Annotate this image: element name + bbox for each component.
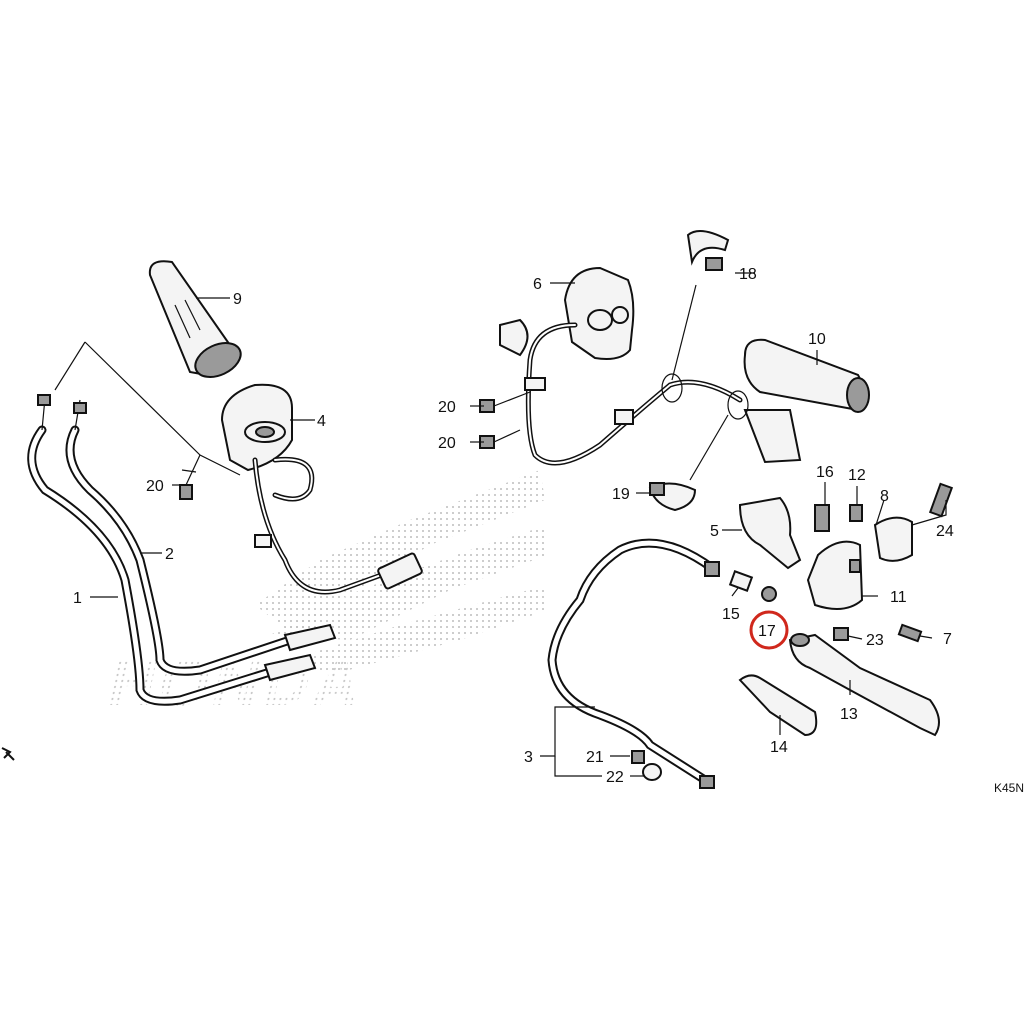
throttle-housing (220, 383, 423, 595)
cropped-edge-mark (1, 747, 15, 761)
callout-13: 13 (840, 706, 858, 723)
callout-5: 5 (710, 523, 719, 540)
callout-21: 21 (586, 749, 604, 766)
left-grip (148, 260, 242, 378)
reference-code: K45N (994, 781, 1024, 795)
callout-18: 18 (739, 266, 757, 283)
callout-6: 6 (533, 276, 542, 293)
callout-20-left: 20 (146, 478, 164, 495)
callout-22: 22 (606, 769, 624, 786)
callout-20-upper: 20 (438, 399, 456, 416)
screw-20-left (179, 454, 201, 500)
cable-bands (648, 230, 749, 512)
callout-19: 19 (612, 486, 630, 503)
throttle-cables (27, 394, 337, 706)
highlight-circle (749, 610, 789, 650)
callout-10: 10 (808, 331, 826, 348)
clutch-cable (547, 538, 777, 789)
callout-8: 8 (880, 488, 889, 505)
callout-11: 11 (890, 589, 907, 606)
callout-labels: 1 2 3 4 5 6 7 8 9 10 11 12 13 14 15 16 1… (73, 266, 954, 786)
callout-12: 12 (848, 467, 866, 484)
clutch-lever-bracket (806, 516, 913, 610)
clutch-lever (738, 633, 940, 737)
right-grip (743, 338, 870, 413)
callout-4: 4 (317, 413, 326, 430)
callout-23: 23 (866, 632, 884, 649)
callout-1: 1 (73, 590, 82, 607)
callout-17: 17 (758, 623, 776, 640)
callout-20-lower: 20 (438, 435, 456, 452)
screws-20-right (479, 391, 531, 449)
callout-24: 24 (936, 523, 954, 540)
callout-7: 7 (943, 631, 952, 648)
callout-9: 9 (233, 291, 242, 308)
right-switch-housing (499, 266, 802, 466)
clutch-bracket-cover (738, 496, 802, 570)
leader-lines (54, 272, 947, 777)
callout-3: 3 (524, 749, 533, 766)
callout-15: 15 (722, 606, 740, 623)
small-fasteners (814, 482, 954, 643)
callout-16: 16 (816, 464, 834, 481)
callout-2: 2 (165, 546, 174, 563)
callout-14: 14 (770, 739, 788, 756)
